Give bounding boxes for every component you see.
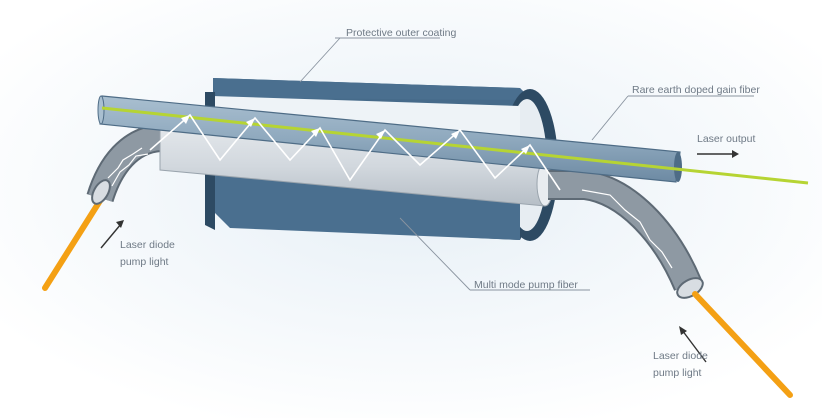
pump-light-zigzag-rays [149, 113, 561, 191]
pump-ray-arrowheads [181, 115, 530, 154]
label-protective-outer-coating: Protective outer coating [346, 27, 456, 39]
gain-fiber-core-laser-line [101, 106, 809, 185]
left-pump-arrow [100, 220, 124, 249]
label-laser-diode-left-line2: pump light [120, 256, 169, 268]
leader-lines [299, 37, 754, 291]
arrows [100, 150, 739, 363]
left-pump-fiber [86, 124, 200, 205]
label-rare-earth-doped-gain-fiber: Rare earth doped gain fiber [632, 84, 760, 96]
label-laser-diode-right-line1: Laser diode [653, 350, 708, 362]
right-pump-arrow [679, 326, 707, 363]
label-multi-mode-pump-fiber: Multi mode pump fiber [474, 279, 578, 291]
laser-output-arrow [697, 150, 739, 158]
right-pump-fiber [548, 170, 704, 299]
left-pump-light-beam [42, 193, 106, 291]
right-pump-light-beam [692, 291, 793, 398]
label-laser-output: Laser output [697, 133, 755, 145]
label-laser-diode-left-line1: Laser diode [120, 239, 175, 251]
label-laser-diode-right-line2: pump light [653, 367, 702, 379]
